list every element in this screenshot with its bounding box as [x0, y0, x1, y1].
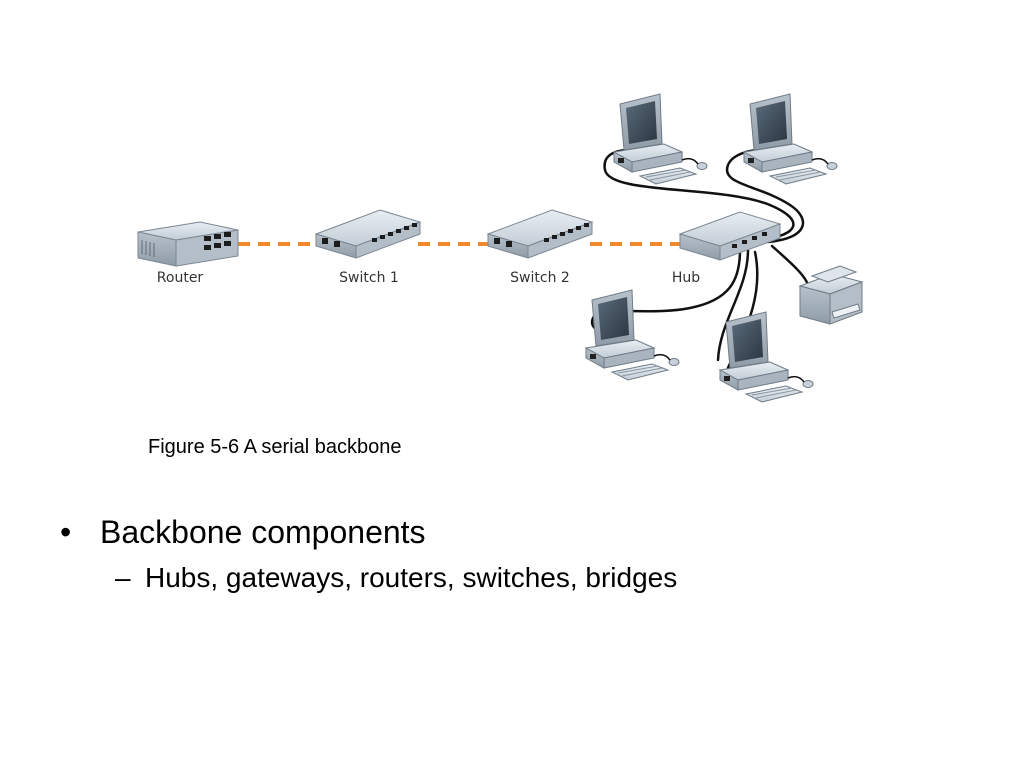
serial-backbone-diagram	[137, 93, 864, 403]
sub-bullet-text: Hubs, gateways, routers, switches, bridg…	[145, 562, 678, 593]
switch1-icon	[314, 209, 422, 259]
computer-icon	[719, 311, 814, 403]
bullet-list: • Backbone components – Hubs, gateways, …	[60, 512, 677, 598]
switch1-label: Switch 1	[339, 270, 399, 286]
hub-icon	[678, 211, 782, 261]
bullet-marker: •	[60, 514, 72, 550]
hub-label: Hub	[671, 270, 701, 286]
computer-icon	[613, 93, 708, 185]
figure-caption: Figure 5-6 A serial backbone	[148, 436, 402, 458]
router-label: Router	[156, 270, 204, 286]
sub-bullet-item: – Hubs, gateways, routers, switches, bri…	[115, 558, 677, 598]
switch2-label: Switch 2	[510, 270, 570, 286]
bullet-item: • Backbone components	[60, 512, 677, 552]
router-icon	[137, 221, 239, 267]
computer-icon	[585, 289, 680, 381]
switch2-icon	[486, 209, 594, 259]
printer-icon	[798, 265, 864, 325]
bullet-text: Backbone components	[100, 514, 426, 550]
hub-cables	[590, 148, 810, 370]
sub-bullet-marker: –	[115, 562, 131, 593]
computer-icon	[743, 93, 838, 185]
